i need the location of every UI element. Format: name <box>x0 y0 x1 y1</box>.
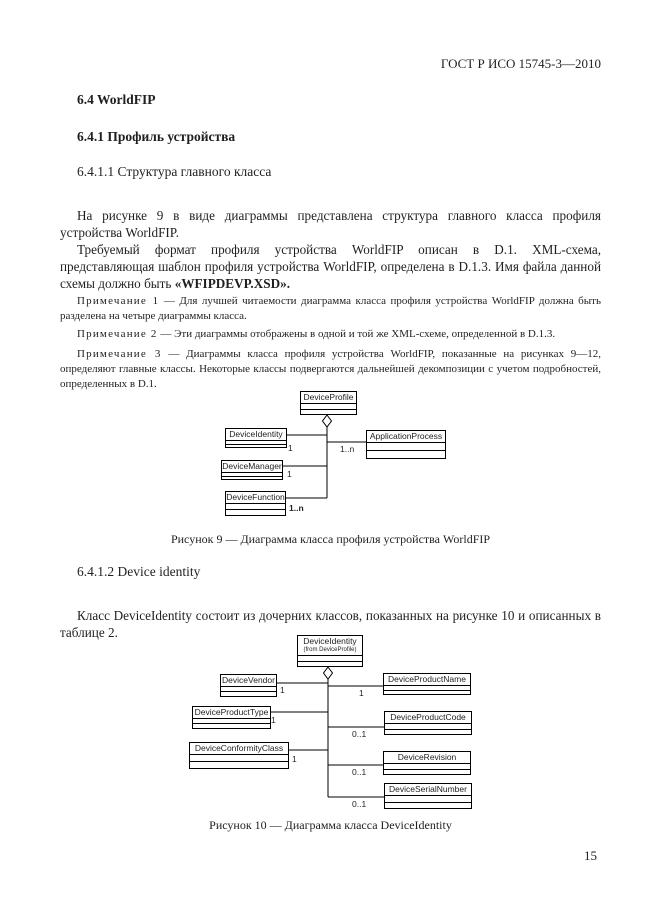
uml-class-name: DeviceRevision <box>397 752 457 762</box>
section-heading-6-4-1: 6.4.1 Профиль устройства <box>77 129 236 144</box>
uml-operations-compartment <box>301 408 356 415</box>
section-heading-6-4-1-1: 6.4.1.1 Структура главного класса <box>77 164 272 179</box>
uml-class-deviceidentity: DeviceIdentity (from DeviceProfile) <box>297 635 363 667</box>
uml-class-devicerevision: DeviceRevision <box>383 751 471 775</box>
uml-operations-compartment <box>298 660 362 667</box>
paragraph-1: На рисунке 9 в виде диаграммы представле… <box>60 208 601 241</box>
uml-class-name: DeviceIdentity <box>229 429 283 439</box>
uml-operations-compartment <box>226 509 285 515</box>
schema-filename: «WFIPDEVP.XSD». <box>174 276 290 292</box>
uml-class-deviceproductcode: DeviceProductCode <box>384 711 472 735</box>
uml-class-devicefunction: DeviceFunction <box>225 491 286 516</box>
note-3-text: — Диаграммы класса профиля устройства Wo… <box>60 348 602 390</box>
uml-class-deviceprofile: DeviceProfile <box>300 391 357 415</box>
uml-operations-compartment <box>226 443 286 448</box>
aggregation-diamond <box>321 414 333 428</box>
multiplicity-devicemanager: 1 <box>287 469 292 479</box>
note-2: Примечание 2 — Эти диаграммы отображены … <box>60 327 601 342</box>
uml-class-name: DeviceConformityClass <box>194 743 284 753</box>
uml-class-name: DeviceProfile <box>303 392 354 402</box>
uml-class-name: DeviceVendor <box>222 675 275 685</box>
uml-class-name: DeviceSerialNumber <box>389 784 467 794</box>
note-2-label: Примечание 2 <box>77 328 158 340</box>
uml-class-name: DeviceManager <box>222 461 282 471</box>
standard-code-header: ГОСТ Р ИСО 15745-3—2010 <box>440 56 601 71</box>
multiplicity-devicefunction: 1..n <box>289 503 304 513</box>
note-2-text: — Эти диаграммы отображены в одной и той… <box>160 328 556 340</box>
uml-operations-compartment <box>367 450 445 458</box>
multiplicity-devicerevision: 0..1 <box>352 767 367 777</box>
multiplicity-devicevendor: 1 <box>280 685 285 695</box>
section-heading-6-4: 6.4 WorldFIP <box>77 92 156 107</box>
figure-10-connector-lines <box>271 666 384 798</box>
figure-10-class-diagram: DeviceIdentity (from DeviceProfile) Devi… <box>185 632 475 817</box>
uml-class-deviceproducttype: DeviceProductType <box>192 706 271 729</box>
paragraph-3: Класс DeviceIdentity состоит из дочерних… <box>60 608 601 641</box>
uml-class-name: DeviceProductName <box>388 674 466 684</box>
uml-class-name: DeviceProductCode <box>390 712 466 722</box>
uml-class-deviceconformityclass: DeviceConformityClass <box>189 742 289 769</box>
uml-class-deviceproductname: DeviceProductName <box>383 673 471 695</box>
multiplicity-deviceserialnumber: 0..1 <box>352 799 367 809</box>
uml-class-devicemanager: DeviceManager <box>221 460 283 480</box>
uml-class-name: DeviceProductType <box>194 707 269 717</box>
figure-9-class-diagram: DeviceProfile DeviceIdentity Application… <box>185 388 465 530</box>
multiplicity-deviceconformityclass: 1 <box>292 754 297 764</box>
section-heading-6-4-1-2: 6.4.1.2 Device identity <box>77 564 201 579</box>
uml-class-deviceserialnumber: DeviceSerialNumber <box>384 783 472 809</box>
multiplicity-deviceproductcode: 0..1 <box>352 729 367 739</box>
figure-9-connector-lines <box>283 414 366 499</box>
uml-attributes-compartment <box>367 443 445 450</box>
uml-operations-compartment <box>385 728 471 735</box>
uml-operations-compartment <box>193 723 270 728</box>
multiplicity-deviceproducttype: 1 <box>271 715 276 725</box>
paragraph-2: Требуемый формат профиля устройства Worl… <box>60 241 601 292</box>
figure-9-caption: Рисунок 9 — Диаграмма класса профиля уст… <box>170 532 491 546</box>
note-3-label: Примечание 3 <box>77 348 162 360</box>
note-1-label: Примечание 1 <box>77 295 160 307</box>
multiplicity-applicationprocess: 1..n <box>340 444 355 454</box>
uml-class-name: DeviceFunction <box>226 492 285 502</box>
note-1: Примечание 1 — Для лучшей читаемости диа… <box>60 294 601 324</box>
aggregation-diamond <box>322 666 334 680</box>
uml-class-origin: (from DeviceProfile) <box>303 647 357 653</box>
uml-operations-compartment <box>221 691 276 696</box>
uml-class-applicationprocess: ApplicationProcess <box>366 430 446 459</box>
uml-class-name: DeviceIdentity <box>303 636 357 646</box>
multiplicity-deviceidentity: 1 <box>288 443 293 453</box>
note-1-text: — Для лучшей читаемости диаграмма класса… <box>60 295 601 322</box>
note-3: Примечание 3 — Диаграммы класса профиля … <box>60 347 601 392</box>
uml-operations-compartment <box>384 689 470 695</box>
uml-class-deviceidentity: DeviceIdentity <box>225 428 287 448</box>
multiplicity-deviceproductname: 1 <box>359 688 364 698</box>
uml-operations-compartment <box>222 475 282 480</box>
uml-operations-compartment <box>384 768 470 775</box>
uml-class-name: ApplicationProcess <box>369 431 443 441</box>
paragraph-2-text: Требуемый формат профиля устройства Worl… <box>60 242 601 292</box>
figure-10-caption: Рисунок 10 — Диаграмма класса DeviceIden… <box>209 818 452 832</box>
uml-class-devicevendor: DeviceVendor <box>220 674 277 697</box>
uml-operations-compartment <box>385 801 471 809</box>
uml-operations-compartment <box>190 761 288 768</box>
page-number: 15 <box>584 848 597 863</box>
